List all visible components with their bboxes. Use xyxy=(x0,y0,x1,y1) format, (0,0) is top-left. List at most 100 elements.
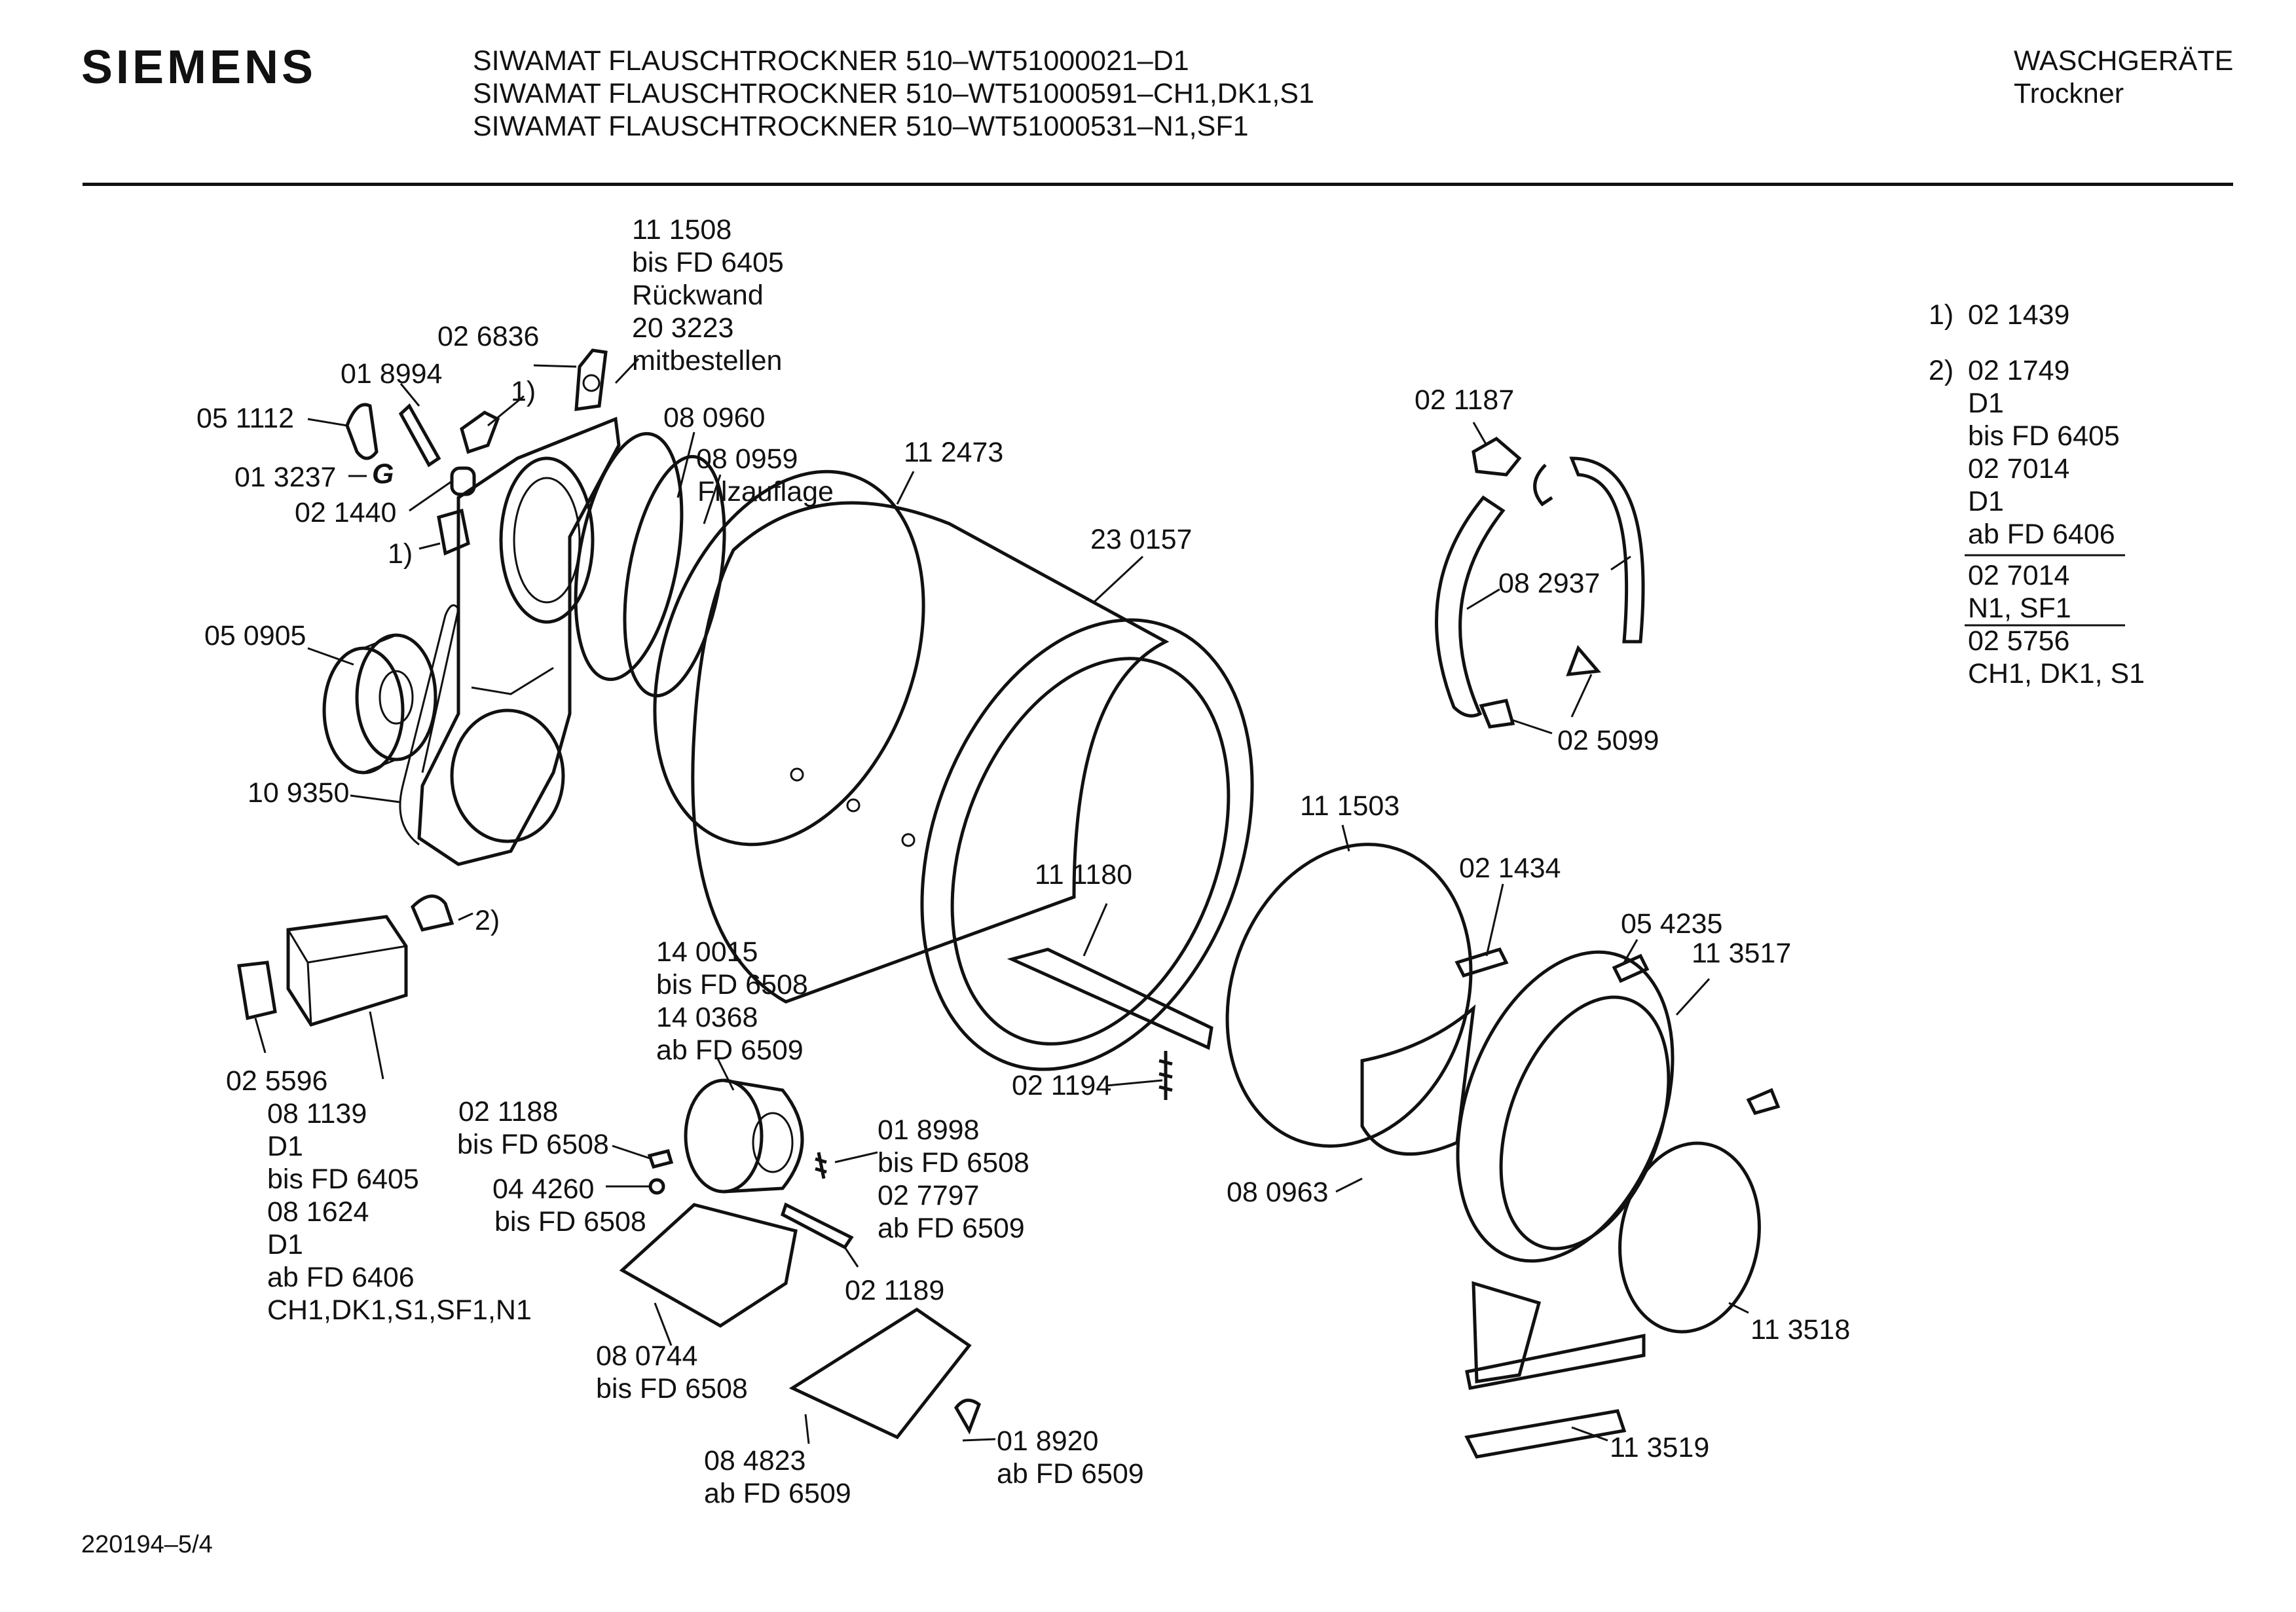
plate-084823 xyxy=(788,1308,972,1440)
cap-025099-upper xyxy=(1566,645,1601,676)
label-081139-5: D1 xyxy=(267,1229,303,1260)
label-044260-2: bis FD 6508 xyxy=(494,1206,646,1237)
label-081139-4: 08 1624 xyxy=(267,1196,369,1228)
thermostat-note2 xyxy=(411,894,454,932)
category-subtitle: Trockner xyxy=(2014,78,2124,109)
label-026836: 02 6836 xyxy=(437,321,539,352)
label-018998-4: ab FD 6509 xyxy=(878,1213,1025,1244)
label-note2: 2) xyxy=(475,905,500,936)
note2-line-10: CH1, DK1, S1 xyxy=(1968,658,2145,689)
spring-clip xyxy=(1533,464,1553,507)
label-140015-1: 14 0015 xyxy=(656,936,758,968)
label-140015-2: bis FD 6508 xyxy=(656,969,808,1000)
note2-line-8: N1, SF1 xyxy=(1968,593,2071,624)
label-140015-3: 14 0368 xyxy=(656,1002,758,1033)
pin-018994 xyxy=(398,403,441,467)
label-025596: 02 5596 xyxy=(226,1065,327,1097)
label-note1-lower: 1) xyxy=(388,538,413,570)
label-080744-2: bis FD 6508 xyxy=(596,1373,748,1404)
label-080959-2: Filzauflage xyxy=(697,476,834,507)
leader-lines xyxy=(254,357,1749,1444)
gasket-025596 xyxy=(237,961,277,1021)
label-081139-1: 08 1139 xyxy=(267,1098,367,1129)
label-018998-3: 02 7797 xyxy=(878,1180,979,1211)
clip-note1-upper xyxy=(460,411,500,454)
footnotes: 1) 02 1439 2) 02 1749 D1 bis FD 6405 02 … xyxy=(1929,299,2145,689)
label-018920-2: ab FD 6509 xyxy=(997,1458,1144,1490)
screw-021194 xyxy=(1158,1051,1173,1100)
model-title-2: SIWAMAT FLAUSCHTROCKNER 510–WT51000591–C… xyxy=(473,78,1314,109)
label-082937: 08 2937 xyxy=(1498,568,1600,599)
baffle-111180 xyxy=(1007,947,1213,1050)
screw-044260 xyxy=(648,1178,665,1195)
label-021188-2: bis FD 6508 xyxy=(457,1129,609,1160)
note2-line-4: 02 7014 xyxy=(1968,453,2069,485)
label-018994: 01 8994 xyxy=(341,358,442,390)
label-081139-6: ab FD 6406 xyxy=(267,1262,415,1293)
label-note1-upper: 1) xyxy=(511,376,536,407)
clip-013237: G xyxy=(372,458,394,490)
label-050905: 05 0905 xyxy=(204,620,306,651)
clip-021434 xyxy=(1454,947,1509,978)
blower-wheel-050905 xyxy=(322,633,437,775)
label-021189: 02 1189 xyxy=(845,1275,944,1306)
motor-plate-080744 xyxy=(619,1203,798,1328)
handle-082937-left xyxy=(1435,495,1506,718)
label-054235: 05 4235 xyxy=(1621,908,1722,940)
front-panel-113517 xyxy=(1456,950,1675,1390)
label-084823-2: ab FD 6509 xyxy=(704,1478,851,1509)
part-labels: 11 1508 bis FD 6405 Rückwand 20 3223 mit… xyxy=(196,214,1850,1509)
label-080959-1: 08 0959 xyxy=(696,443,798,475)
door-seal-113518 xyxy=(1618,1141,1761,1334)
motor-140015 xyxy=(684,1078,804,1194)
drum-230157 xyxy=(691,501,1254,1071)
seal-111503 xyxy=(1225,843,1473,1148)
label-113519: 11 3519 xyxy=(1610,1432,1709,1463)
clip-021188 xyxy=(647,1148,674,1169)
label-111180: 11 1180 xyxy=(1035,859,1132,890)
label-112473: 11 2473 xyxy=(904,437,1003,468)
clip-note1-lower xyxy=(437,508,470,556)
label-021440: 02 1440 xyxy=(295,497,396,528)
label-113517: 11 3517 xyxy=(1692,938,1791,969)
heater-box-081139 xyxy=(286,915,408,1027)
category-block: WASCHGERÄTE Trockner xyxy=(2014,45,2233,110)
bracket-026836 xyxy=(574,348,608,411)
label-021434: 02 1434 xyxy=(1459,852,1561,884)
label-018998-1: 01 8998 xyxy=(878,1114,979,1146)
handle-082937-right xyxy=(1569,456,1645,644)
small-clip-right xyxy=(1746,1088,1781,1115)
part-drawings: G xyxy=(237,348,1781,1459)
note2-line-6: ab FD 6406 xyxy=(1968,519,2115,550)
label-rueckwand-5: mitbestellen xyxy=(632,345,782,376)
cap-025099-lower xyxy=(1479,699,1515,729)
hinge-021187 xyxy=(1472,436,1522,477)
label-080963: 08 0963 xyxy=(1227,1177,1328,1208)
note2-line-1: 02 1749 xyxy=(1968,355,2069,386)
label-081139-7: CH1,DK1,S1,SF1,N1 xyxy=(267,1294,532,1326)
label-021187: 02 1187 xyxy=(1415,384,1514,416)
note2-line-7: 02 7014 xyxy=(1968,560,2069,591)
label-025099: 02 5099 xyxy=(1557,725,1659,756)
label-rueckwand-3: Rückwand xyxy=(632,280,764,311)
model-title-1: SIWAMAT FLAUSCHTROCKNER 510–WT51000021–D… xyxy=(473,45,1189,77)
felt-ring-112473 xyxy=(653,469,925,847)
rear-wall-panel xyxy=(417,416,621,866)
strip-113519 xyxy=(1464,1409,1627,1459)
bracket-054235 xyxy=(1612,953,1650,983)
label-111503: 11 1503 xyxy=(1300,790,1399,822)
label-080744-1: 08 0744 xyxy=(596,1340,697,1372)
note2-line-9: 02 5756 xyxy=(1968,625,2069,657)
drive-belt-109350 xyxy=(399,604,460,846)
label-rueckwand-1: 11 1508 xyxy=(632,214,731,246)
document-number: 220194–5/4 xyxy=(81,1531,213,1558)
ring-080960 xyxy=(574,431,684,682)
note1-value: 02 1439 xyxy=(1968,299,2069,331)
label-021188-1: 02 1188 xyxy=(458,1096,558,1127)
label-084823-1: 08 4823 xyxy=(704,1445,805,1476)
category-title: WASCHGERÄTE xyxy=(2014,45,2234,77)
label-018920-1: 01 8920 xyxy=(997,1425,1098,1457)
spring-018998 xyxy=(815,1152,827,1179)
label-rueckwand-4: 20 3223 xyxy=(632,312,733,344)
